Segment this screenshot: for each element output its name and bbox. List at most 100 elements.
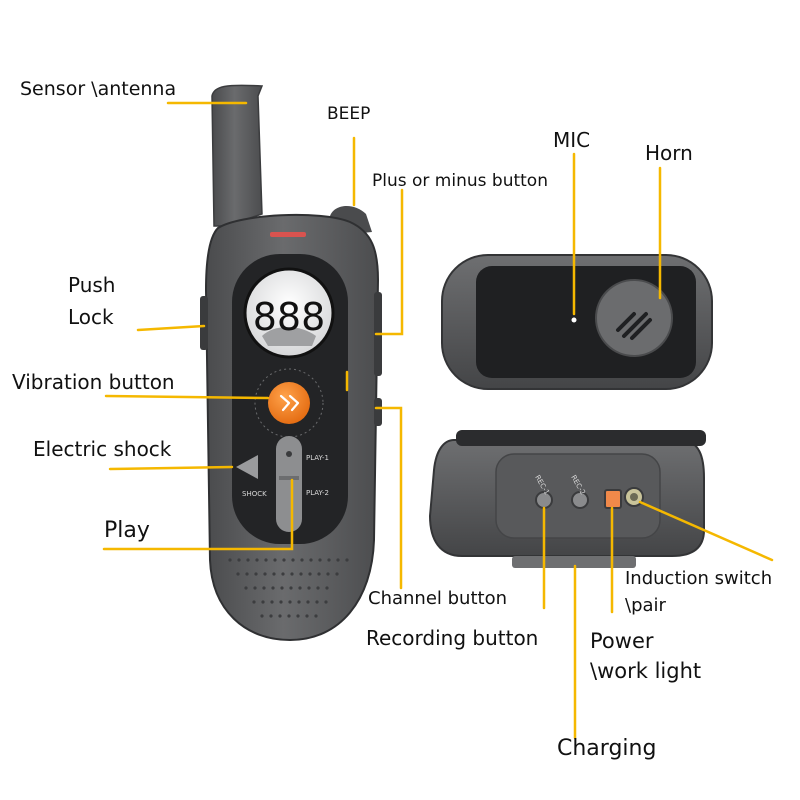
grille-dot [296, 614, 300, 618]
leader-push-lock [136, 324, 206, 332]
lcd-graphic [262, 327, 316, 346]
grille-dot [279, 600, 283, 604]
grille-dot [308, 572, 312, 576]
grille-dot [316, 586, 320, 590]
label-electric-shock: Electric shock [33, 437, 172, 461]
grille-dot [254, 572, 258, 576]
red-indicator [270, 232, 306, 237]
label-channel: Channel button [368, 588, 507, 609]
grille-dot [345, 558, 349, 562]
speaker-grille-icon [616, 312, 652, 340]
grille-dot [228, 558, 232, 562]
grille-dot [289, 586, 293, 590]
grille-dot [327, 558, 331, 562]
grille-dot [315, 600, 319, 604]
label-power-line-1: Power [590, 629, 654, 653]
grille-dot [273, 558, 277, 562]
grille-dot [335, 572, 339, 576]
leader-play [102, 478, 294, 551]
bottom-grille [228, 558, 349, 618]
channel-button[interactable] [374, 398, 382, 426]
grille-dot [307, 586, 311, 590]
grille-dot [317, 572, 321, 576]
antenna [211, 84, 264, 227]
grille-dot [318, 558, 322, 562]
mark-play-2: PLAY-2 [306, 489, 329, 497]
grille-dot [261, 600, 265, 604]
label-push: Push [68, 273, 116, 297]
play-pill[interactable] [276, 436, 302, 532]
grille-dot [260, 614, 264, 618]
label-horn: Horn [645, 141, 693, 165]
grille-dot [325, 586, 329, 590]
grille-dot [326, 572, 330, 576]
remote-transmitter [200, 84, 382, 642]
label-plus-minus: Plus or minus button [372, 171, 548, 191]
grille-dot [288, 600, 292, 604]
play-led [286, 451, 292, 457]
grille-dot [291, 558, 295, 562]
grille-dot [278, 614, 282, 618]
push-lock-switch[interactable] [200, 296, 208, 350]
power-light [604, 489, 622, 509]
label-play: Play [104, 518, 150, 543]
leader-induction [638, 500, 774, 562]
grille-dot [237, 558, 241, 562]
receiver-strap-edge [456, 430, 706, 446]
grille-dot [282, 558, 286, 562]
vibration-icon [279, 394, 300, 412]
horn-speaker [595, 279, 673, 357]
grille-dot [244, 586, 248, 590]
grille-dot [272, 572, 276, 576]
label-induction-line-1: Induction switch [625, 568, 773, 589]
leader-plus-minus [374, 188, 404, 336]
receiver-bottom-view [428, 430, 706, 568]
label-sensor-antenna: Sensor \antenna [20, 78, 177, 100]
lcd-digits: 888 [253, 295, 326, 339]
leader-vibration [104, 394, 270, 400]
grille-dot [262, 586, 266, 590]
vibration-ring [254, 368, 324, 438]
triangle-icon[interactable] [236, 455, 258, 479]
grille-dot [305, 614, 309, 618]
grille-dot [290, 572, 294, 576]
mic-hole [571, 317, 577, 323]
grille-dot [287, 614, 291, 618]
label-induction-line-2: \pair [625, 595, 666, 616]
label-recording: Recording button [366, 626, 539, 650]
grille-dot [270, 600, 274, 604]
grille-dot [298, 586, 302, 590]
label-vibration: Vibration button [12, 370, 175, 394]
grille-dot [309, 558, 313, 562]
grille-dot [263, 572, 267, 576]
grille-dot [324, 600, 328, 604]
label-power-line-2: \work light [590, 659, 702, 683]
receiver-top-view [441, 254, 713, 390]
grille-dot [264, 558, 268, 562]
grille-dot [297, 600, 301, 604]
grille-dot [245, 572, 249, 576]
grille-dot [336, 558, 340, 562]
grille-dot [253, 586, 257, 590]
rec-2-button[interactable] [571, 491, 589, 509]
label-mic: MIC [553, 128, 591, 152]
grille-dot [255, 558, 259, 562]
leader-shock [108, 465, 234, 471]
label-charging: Charging [557, 736, 657, 761]
grille-dot [299, 572, 303, 576]
label-beep: BEEP [327, 104, 371, 124]
play-divider [279, 476, 299, 480]
grille-dot [280, 586, 284, 590]
grille-dot [271, 586, 275, 590]
label-lock: Lock [68, 305, 114, 329]
grille-dot [269, 614, 273, 618]
induction-center [630, 493, 638, 501]
grille-dot [300, 558, 304, 562]
mark-play-1: PLAY-1 [306, 454, 329, 462]
grille-dot [314, 614, 318, 618]
mark-shock: SHOCK [242, 490, 267, 498]
leader-lines [102, 101, 774, 740]
grille-dot [306, 600, 310, 604]
